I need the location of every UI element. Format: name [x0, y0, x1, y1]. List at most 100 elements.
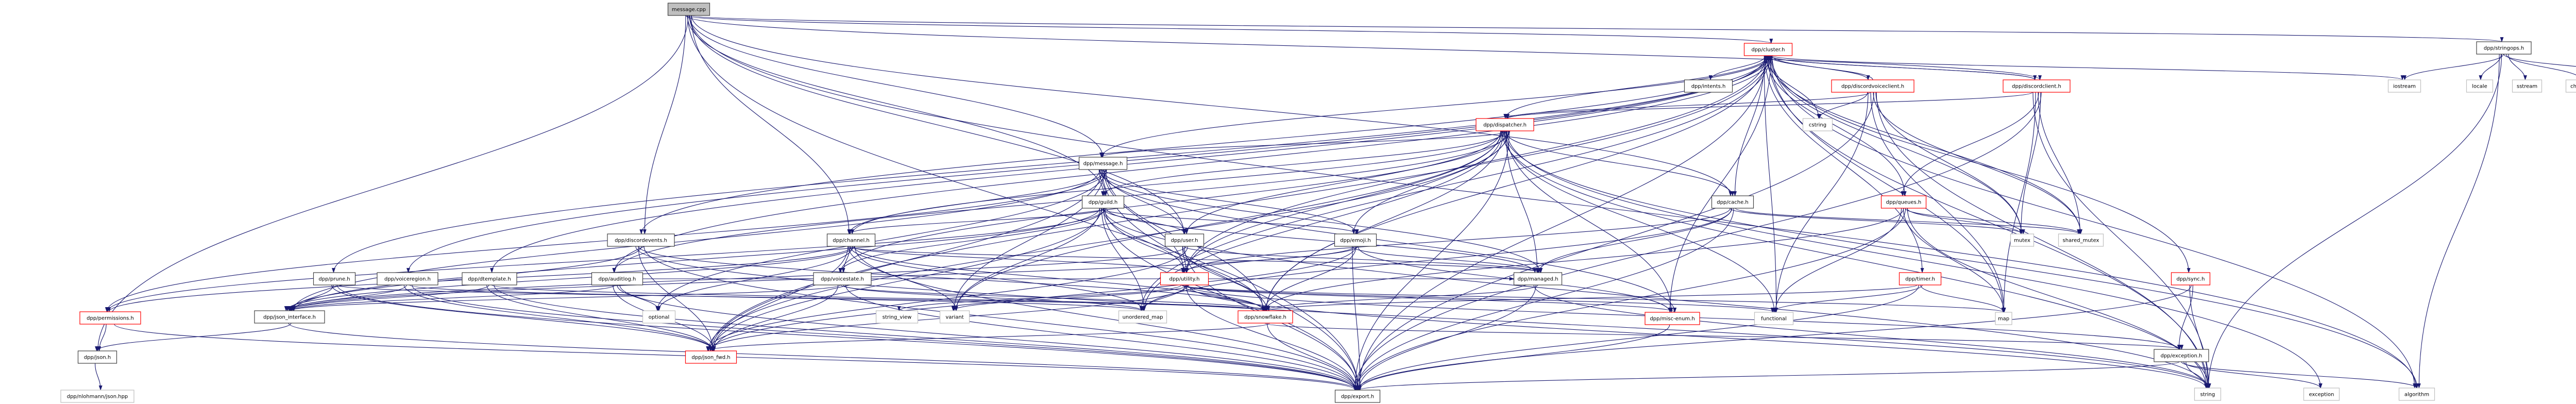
node-cluster[interactable]: dpp/cluster.h [1743, 43, 1793, 56]
node-algorithm: algorithm [2398, 388, 2435, 401]
edge-layer [95, 15, 2576, 391]
node-charconv: charconv [2565, 79, 2576, 93]
edge-dispatcher-to-emoji [1352, 130, 1509, 234]
edge-cluster-to-algorithm [1772, 55, 2417, 389]
edge-dispatcher-to-voicestate [839, 130, 1508, 273]
node-label: dpp/guild.h [1089, 200, 1118, 206]
node-message-cpp[interactable]: message.cpp [667, 3, 710, 16]
node-box [1081, 195, 1125, 209]
node-discordvoiceclient[interactable]: dpp/discordvoiceclient.h [1831, 79, 1914, 93]
edge-cluster-to-iostream [1772, 55, 2404, 80]
node-stringops[interactable]: dpp/stringops.h [2476, 41, 2532, 55]
node-box [2303, 388, 2340, 401]
node-json-fwd[interactable]: dpp/json_fwd.h [685, 350, 737, 364]
node-json-interface[interactable]: dpp/json_interface.h [254, 310, 325, 324]
edge-message_h-to-export [1101, 169, 1360, 391]
edge-message_cpp-to-channel [691, 15, 851, 234]
node-utility[interactable]: dpp/utility.h [1160, 272, 1209, 285]
node-box [2194, 388, 2222, 401]
edge-dispatcher-to-misc_enum [1506, 130, 1673, 313]
edge-discordclient-to-dispatcher [1506, 92, 2033, 119]
node-queues[interactable]: dpp/queues.h [1880, 195, 1927, 209]
node-label: dpp/permissions.h [87, 316, 134, 322]
edge-prune-to-export [336, 284, 1357, 391]
edge-guild-to-json_interface [292, 208, 1100, 311]
node-string-view: string_view [875, 310, 919, 324]
node-label: dpp/dtemplate.h [468, 277, 511, 282]
edge-sync-to-export [1355, 284, 2192, 391]
edge-discordvoiceclient-to-cstring [1818, 92, 1868, 119]
edge-utility-to-export [1185, 284, 1359, 391]
node-box [607, 233, 675, 247]
node-optional: optional [642, 310, 676, 324]
edge-message_cpp-to-json [96, 15, 689, 351]
edge-utility-to-variant [951, 284, 1188, 311]
node-box [2466, 79, 2494, 93]
node-label: dpp/auditlog.h [599, 277, 636, 282]
edge-stringops-to-iomanip [2503, 54, 2576, 67]
node-dispatcher[interactable]: dpp/dispatcher.h [1476, 118, 1534, 131]
node-box [2010, 233, 2035, 247]
edge-emoji-to-export [1352, 246, 1362, 391]
node-box [1078, 157, 1128, 170]
node-box [2003, 79, 2071, 93]
node-permissions[interactable]: dpp/permissions.h [79, 311, 141, 325]
node-box [377, 272, 438, 285]
node-box [1831, 79, 1914, 93]
node-cache[interactable]: dpp/cache.h [1711, 195, 1754, 209]
edge-discordvoiceclient-to-export [1355, 92, 1874, 391]
node-discordevents[interactable]: dpp/discordevents.h [607, 233, 675, 247]
edge-message_h-to-emoji [1101, 169, 1359, 234]
node-channel[interactable]: dpp/channel.h [826, 233, 876, 247]
node-label: iostream [2393, 84, 2416, 90]
node-emoji[interactable]: dpp/emoji.h [1334, 233, 1377, 247]
edge-voicestate-to-json_interface [290, 284, 841, 311]
edge-guild-to-user [1102, 208, 1187, 234]
node-exception-h[interactable]: dpp/exception.h [2154, 349, 2209, 362]
node-box [60, 390, 134, 403]
node-label: dpp/discordvoiceclient.h [1841, 84, 1904, 90]
node-snowflake[interactable]: dpp/snowflake.h [1238, 310, 1293, 324]
edge-cluster-to-functional [1764, 55, 1778, 313]
edge-message_cpp-to-discordevents [642, 15, 686, 234]
node-label: dpp/voiceregion.h [384, 277, 431, 282]
edge-channel-to-managed [847, 246, 1543, 273]
node-dtemplate[interactable]: dpp/dtemplate.h [462, 272, 517, 285]
node-label: dpp/queues.h [1886, 200, 1921, 206]
node-guild[interactable]: dpp/guild.h [1081, 195, 1125, 209]
edge-cluster-to-misc_enum [1668, 55, 1771, 313]
node-voiceregion[interactable]: dpp/voiceregion.h [377, 272, 438, 285]
edge-guild-to-managed [1106, 208, 1537, 273]
node-message-h[interactable]: dpp/message.h [1078, 157, 1128, 170]
edge-guild-to-unordered_map [1101, 208, 1146, 311]
edge-voiceregion-to-json_interface [289, 284, 407, 311]
edge-dispatcher-to-exception [1506, 130, 2323, 389]
node-label: dpp/stringops.h [2484, 46, 2524, 52]
node-box [1334, 390, 1381, 403]
edge-channel-to-json_fwd [711, 246, 849, 351]
node-auditlog[interactable]: dpp/auditlog.h [591, 272, 643, 285]
node-sstream: sstream [2512, 79, 2543, 93]
node-voicestate[interactable]: dpp/voicestate.h [813, 272, 872, 285]
edge-prune-to-snowflake [335, 284, 1266, 311]
edge-message_h-to-misc_enum [1100, 169, 1677, 313]
node-label: dpp/json_fwd.h [691, 355, 730, 361]
node-managed[interactable]: dpp/managed.h [1513, 272, 1563, 285]
node-user[interactable]: dpp/user.h [1164, 233, 1205, 247]
node-prune[interactable]: dpp/prune.h [313, 272, 356, 285]
edge-utility-to-string_view [897, 284, 1182, 311]
edge-discordvoiceclient-to-dispatcher [1505, 92, 1871, 119]
edge-discordvoiceclient-to-shared_mutex [1873, 92, 2082, 234]
edge-utility-to-functional [1183, 284, 1776, 313]
node-export[interactable]: dpp/export.h [1334, 390, 1381, 403]
edge-discordevents-to-string [635, 246, 2211, 389]
node-sync[interactable]: dpp/sync.h [2171, 272, 2211, 285]
node-discordclient[interactable]: dpp/discordclient.h [2003, 79, 2071, 93]
node-json[interactable]: dpp/json.h [77, 350, 117, 364]
node-misc-enum[interactable]: dpp/misc-enum.h [1645, 312, 1700, 325]
node-timer[interactable]: dpp/timer.h [1899, 272, 1942, 285]
node-intents[interactable]: dpp/intents.h [1684, 79, 1733, 93]
node-box [2398, 388, 2435, 401]
node-map: map [1995, 312, 2012, 325]
node-box [826, 233, 876, 247]
